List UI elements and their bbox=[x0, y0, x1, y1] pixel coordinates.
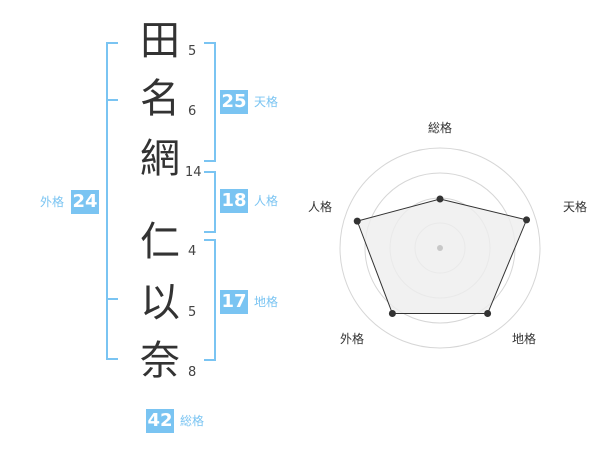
radar-axis-label-5: 人格 bbox=[308, 199, 332, 214]
radar-point-2 bbox=[523, 216, 531, 224]
name-char-1: 田 bbox=[140, 18, 180, 64]
radar-point-4 bbox=[388, 310, 396, 318]
radar-point-5 bbox=[353, 217, 361, 225]
stroke-count-2: 6 bbox=[188, 104, 197, 119]
name-char-5: 以 bbox=[140, 280, 180, 326]
jinkaku-value: 18 bbox=[220, 189, 248, 213]
radar-axis-label-2: 天格 bbox=[563, 199, 587, 214]
tenkaku-value: 25 bbox=[220, 90, 248, 114]
gaikaku-bracket-tick-1 bbox=[106, 99, 118, 101]
name-char-6: 奈 bbox=[140, 338, 180, 384]
chikaku-bracket bbox=[204, 239, 216, 361]
radar-point-1 bbox=[436, 195, 444, 203]
gaikaku-bracket bbox=[106, 42, 118, 360]
gaikaku-value: 24 bbox=[71, 190, 99, 214]
jinkaku-bracket bbox=[204, 171, 216, 233]
radar-axis-label-4: 外格 bbox=[340, 331, 364, 346]
chikaku-value: 17 bbox=[220, 290, 248, 314]
name-char-3: 網 bbox=[140, 136, 180, 182]
radar-center bbox=[437, 245, 443, 251]
tenkaku-bracket bbox=[204, 42, 216, 162]
stroke-count-1: 5 bbox=[188, 44, 197, 59]
chikaku-label: 地格 bbox=[254, 295, 279, 309]
stroke-count-3: 14 bbox=[185, 165, 202, 180]
jinkaku-label: 人格 bbox=[254, 194, 279, 208]
radar-polygon bbox=[356, 198, 528, 315]
radar-axis-label-3: 地格 bbox=[512, 331, 536, 346]
soukaku-value: 42 bbox=[146, 409, 174, 433]
radar-axis-label-1: 総格 bbox=[428, 120, 452, 135]
name-char-2: 名 bbox=[140, 76, 180, 122]
gaikaku-label: 外格 bbox=[40, 195, 65, 209]
name-char-4: 仁 bbox=[140, 219, 180, 265]
radar-ring-4 bbox=[339, 147, 541, 349]
stroke-count-5: 5 bbox=[188, 305, 197, 320]
radar-point-3 bbox=[484, 310, 492, 318]
stroke-count-6: 8 bbox=[188, 365, 197, 380]
soukaku-label: 総格 bbox=[180, 414, 205, 428]
tenkaku-label: 天格 bbox=[254, 95, 279, 109]
stroke-count-4: 4 bbox=[188, 244, 197, 259]
gaikaku-bracket-tick-2 bbox=[106, 298, 118, 300]
